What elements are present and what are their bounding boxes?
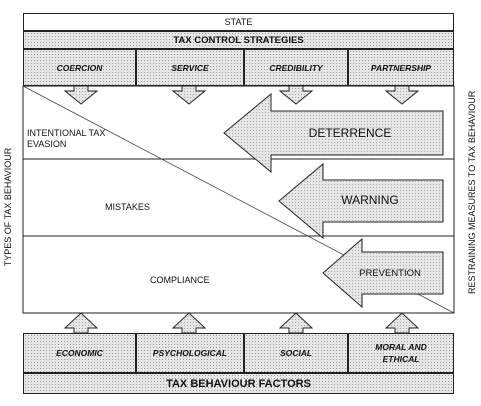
row-label-intentional: INTENTIONAL TAX EVASION bbox=[27, 128, 106, 149]
strategy-coercion-label: COERCION bbox=[56, 62, 103, 73]
arrow-down-credibility bbox=[278, 85, 314, 105]
strategy-credibility-box: CREDIBILITY bbox=[244, 49, 348, 86]
strategy-service-label: SERVICE bbox=[171, 62, 209, 73]
strategy-service-box: SERVICE bbox=[136, 49, 244, 86]
state-box: STATE bbox=[23, 13, 454, 31]
right-axis-label: RESTRAINING MEASURES TO TAX BEHAVIOUR bbox=[467, 90, 477, 294]
factor-economic-label: ECONOMIC bbox=[56, 348, 103, 358]
warning-label: WARNING bbox=[341, 193, 399, 207]
row-label-mistakes: MISTAKES bbox=[105, 202, 150, 212]
factor-moral-label: MORAL AND ETHICAL bbox=[375, 342, 427, 364]
warning-arrow bbox=[278, 162, 444, 240]
factors-title-box: TAX BEHAVIOUR FACTORS bbox=[23, 373, 454, 394]
factor-social-box: SOCIAL bbox=[244, 333, 348, 373]
strategy-coercion-box: COERCION bbox=[23, 49, 136, 86]
state-label: STATE bbox=[224, 17, 253, 27]
arrow-down-partnership bbox=[384, 85, 420, 105]
factor-social-label: SOCIAL bbox=[279, 348, 313, 358]
arrow-up-psychological bbox=[171, 312, 207, 334]
strategies-title: TAX CONTROL STRATEGIES bbox=[173, 34, 304, 46]
factor-psychological-label: PSYCHOLOGICAL bbox=[152, 348, 228, 358]
factor-economic-box: ECONOMIC bbox=[23, 333, 136, 373]
deterrence-label: DETERRENCE bbox=[308, 126, 392, 140]
arrow-down-service bbox=[171, 85, 207, 105]
factor-psychological-box: PSYCHOLOGICAL bbox=[136, 333, 244, 373]
factors-title: TAX BEHAVIOUR FACTORS bbox=[166, 377, 311, 390]
arrow-down-coercion bbox=[63, 85, 99, 105]
prevention-label: PREVENTION bbox=[359, 268, 421, 279]
factor-moral-box: MORAL AND ETHICAL bbox=[348, 333, 454, 373]
strategy-partnership-box: PARTNERSHIP bbox=[348, 49, 454, 86]
strategy-credibility-label: CREDIBILITY bbox=[269, 62, 323, 73]
arrow-up-social bbox=[278, 312, 314, 334]
arrow-up-economic bbox=[63, 312, 99, 334]
strategy-partnership-label: PARTNERSHIP bbox=[370, 62, 432, 73]
left-axis-label: TYPES OF TAX BEHAVIOUR bbox=[3, 147, 13, 267]
strategies-title-box: TAX CONTROL STRATEGIES bbox=[23, 31, 454, 49]
row-label-compliance: COMPLIANCE bbox=[150, 275, 210, 285]
prevention-arrow bbox=[322, 237, 444, 309]
deterrence-arrow bbox=[223, 92, 444, 174]
arrow-up-moral bbox=[384, 312, 420, 334]
